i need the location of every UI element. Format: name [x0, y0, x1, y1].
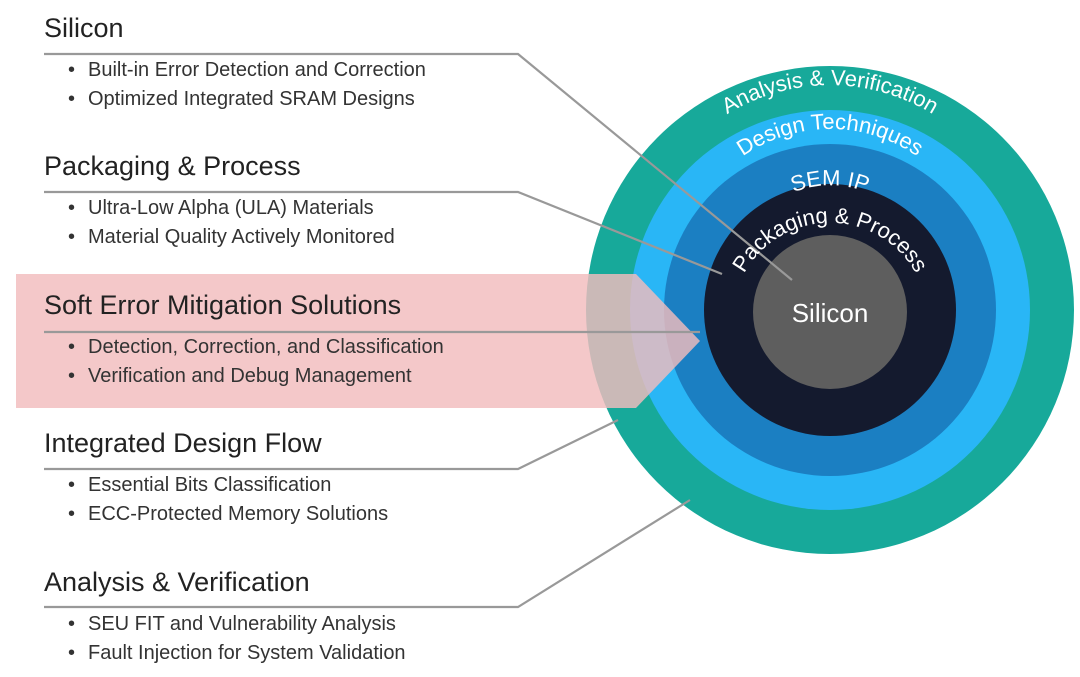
bullet-item: Verification and Debug Management — [68, 362, 604, 391]
bullet-item: SEU FIT and Vulnerability Analysis — [68, 610, 604, 639]
bullet-item: Ultra-Low Alpha (ULA) Materials — [68, 194, 604, 223]
bullet-item: Built-in Error Detection and Correction — [68, 56, 604, 85]
section-title: Analysis & Verification — [44, 567, 310, 597]
connector-design — [44, 419, 619, 471]
section-title: Packaging & Process — [44, 151, 301, 181]
section-title: Soft Error Mitigation Solutions — [44, 290, 402, 320]
core-label-silicon: Silicon — [792, 298, 869, 328]
connector-lines — [44, 52, 793, 609]
section-soft-error-mitigation: Soft Error Mitigation Solutions Detectio… — [44, 289, 604, 391]
connector-silicon — [44, 52, 793, 281]
section-packaging-process: Packaging & Process Ultra-Low Alpha (ULA… — [44, 150, 604, 252]
bullet-list: Essential Bits Classification ECC-Protec… — [44, 471, 604, 529]
bullet-item: ECC-Protected Memory Solutions — [68, 500, 604, 529]
section-analysis-verification: Analysis & Verification SEU FIT and Vuln… — [44, 566, 604, 668]
section-integrated-design-flow: Integrated Design Flow Essential Bits Cl… — [44, 427, 604, 529]
section-title: Silicon — [44, 13, 124, 43]
bullet-item: Fault Injection for System Validation — [68, 639, 604, 668]
bullet-list: Ultra-Low Alpha (ULA) Materials Material… — [44, 194, 604, 252]
section-silicon: Silicon Built-in Error Detection and Cor… — [44, 12, 604, 114]
bullet-list: Built-in Error Detection and Correction … — [44, 56, 604, 114]
section-title: Integrated Design Flow — [44, 428, 322, 458]
bullet-list: SEU FIT and Vulnerability Analysis Fault… — [44, 610, 604, 668]
bullet-item: Optimized Integrated SRAM Designs — [68, 85, 604, 114]
bullet-item: Material Quality Actively Monitored — [68, 223, 604, 252]
connector-analysis — [44, 499, 691, 609]
bullet-item: Essential Bits Classification — [68, 471, 604, 500]
connector-packaging — [44, 190, 723, 276]
bullet-list: Detection, Correction, and Classificatio… — [44, 333, 604, 391]
bullet-item: Detection, Correction, and Classificatio… — [68, 333, 604, 362]
core-silicon — [753, 235, 907, 389]
